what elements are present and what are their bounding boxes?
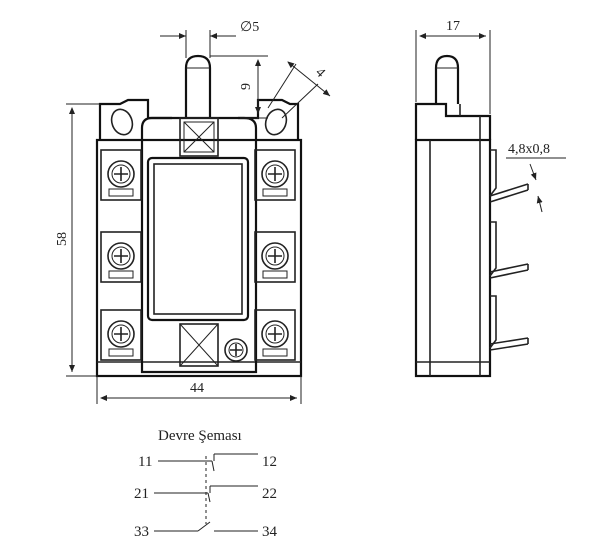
dim-plunger-diameter: ∅5 — [240, 20, 259, 35]
front-view — [95, 54, 303, 378]
label-window — [146, 156, 250, 322]
terminal-screw — [254, 309, 296, 361]
front-dimensions: ∅5 9 4 58 44 — [55, 20, 331, 404]
plunger — [184, 54, 212, 118]
mount-hole-right — [264, 108, 288, 136]
cover-screw — [224, 338, 248, 362]
dim-terminal-tab: 4,8x0,8 — [508, 142, 550, 157]
side-view — [414, 54, 529, 378]
top-pad — [179, 117, 219, 157]
terminal-screw — [100, 309, 142, 361]
mount-hole-left — [110, 108, 134, 136]
bottom-pad — [179, 323, 219, 367]
schematic-title: Devre Şeması — [158, 428, 242, 444]
terminal-screw — [254, 231, 296, 283]
terminal-screw — [100, 231, 142, 283]
dim-depth: 17 — [446, 19, 460, 34]
dim-height: 58 — [55, 232, 70, 246]
terminal-screws — [100, 149, 296, 361]
dim-width: 44 — [190, 381, 204, 396]
pin-11: 11 — [138, 454, 152, 470]
pin-34: 34 — [262, 524, 278, 540]
pin-33: 33 — [134, 524, 149, 540]
pin-22: 22 — [262, 486, 277, 502]
terminal-screw — [254, 149, 296, 201]
circuit-schematic: Devre Şeması 11 12 21 22 33 34 — [134, 428, 278, 540]
terminal-screw — [100, 149, 142, 201]
switch-body — [95, 138, 303, 378]
dim-mount-hole: 4 — [312, 65, 328, 81]
pin-12: 12 — [262, 454, 277, 470]
pin-21: 21 — [134, 486, 149, 502]
dim-plunger-height: 9 — [239, 83, 254, 90]
side-dimensions: 17 4,8x0,8 — [415, 19, 566, 213]
side-body — [414, 138, 492, 378]
